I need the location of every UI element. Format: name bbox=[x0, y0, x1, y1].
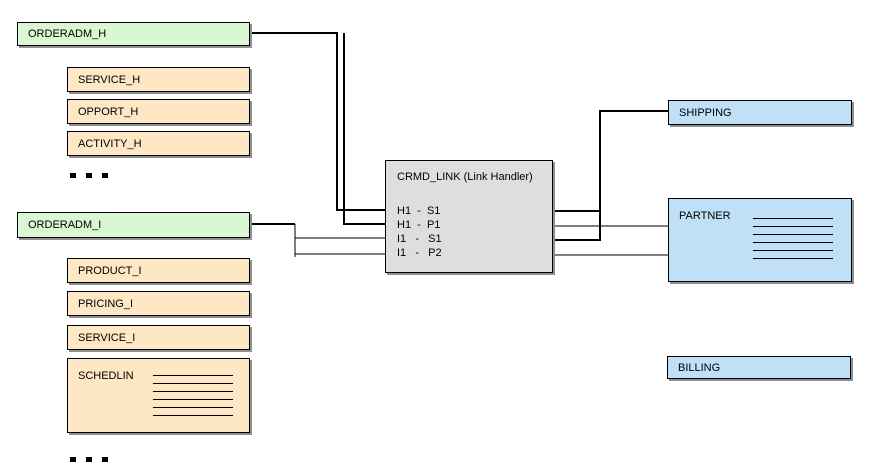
pricing-i-box: PRICING_I bbox=[67, 291, 250, 316]
shipping-label: SHIPPING bbox=[679, 106, 732, 119]
link-row: I1 - S1 bbox=[397, 233, 442, 245]
crmd-link-box: CRMD_LINK (Link Handler) H1 - S1 H1 - P1… bbox=[385, 160, 553, 273]
activity-h-box: ACTIVITY_H bbox=[67, 131, 250, 156]
partner-label: PARTNER bbox=[679, 210, 731, 222]
wire-to-shipping-2 bbox=[553, 211, 601, 241]
ellipsis-header-segments bbox=[70, 173, 108, 178]
billing-box: BILLING bbox=[667, 356, 851, 379]
orderadm-i-box: ORDERADM_I bbox=[17, 212, 250, 238]
service-h-box: SERVICE_H bbox=[67, 67, 250, 92]
link-row: I1 - P2 bbox=[397, 247, 442, 259]
activity-h-label: ACTIVITY_H bbox=[78, 137, 142, 150]
orderadm-i-label: ORDERADM_I bbox=[28, 219, 102, 231]
shipping-box: SHIPPING bbox=[668, 100, 852, 125]
billing-label: BILLING bbox=[678, 361, 721, 374]
schedlin-box: SCHEDLIN bbox=[67, 358, 250, 433]
schedlin-table-lines bbox=[153, 375, 233, 423]
service-h-label: SERVICE_H bbox=[78, 73, 141, 86]
crmd-link-title: CRMD_LINK (Link Handler) bbox=[397, 171, 533, 183]
orderadm-h-label: ORDERADM_H bbox=[28, 28, 107, 40]
wire-orderadm-h-to-h1-p1 bbox=[343, 33, 385, 225]
pricing-i-label: PRICING_I bbox=[78, 297, 134, 310]
service-i-label: SERVICE_I bbox=[78, 331, 136, 344]
wire-to-shipping bbox=[553, 110, 668, 212]
opport-h-box: OPPORT_H bbox=[67, 99, 250, 124]
product-i-box: PRODUCT_I bbox=[67, 258, 250, 283]
opport-h-label: OPPORT_H bbox=[78, 105, 139, 118]
partner-box: PARTNER bbox=[668, 198, 852, 282]
ellipsis-item-segments bbox=[70, 457, 108, 462]
partner-table-lines bbox=[753, 218, 833, 266]
link-row: H1 - S1 bbox=[397, 205, 441, 217]
wire-orderadm-h-to-h1-s1 bbox=[250, 32, 385, 211]
service-i-box: SERVICE_I bbox=[67, 325, 250, 350]
orderadm-h-box: ORDERADM_H bbox=[17, 22, 250, 46]
link-row: H1 - P1 bbox=[397, 219, 441, 231]
schedlin-label: SCHEDLIN bbox=[78, 370, 134, 382]
product-i-label: PRODUCT_I bbox=[78, 264, 142, 277]
